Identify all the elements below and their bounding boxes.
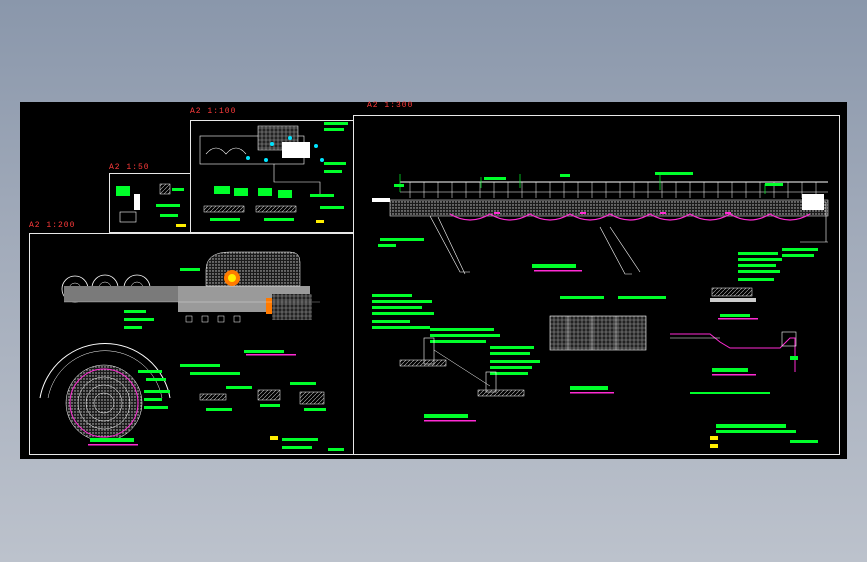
site-plan-1-200 (39, 251, 344, 451)
scale-label-1-200: A2 1:200 (29, 221, 76, 230)
scale-label-1-100: A2 1:100 (190, 107, 237, 116)
step-detail (670, 252, 818, 448)
cad-drawing-sheet: A2 1:300 A2 1:100 A2 1:50 A2 1:200 (20, 102, 847, 459)
railing-elevation (372, 172, 829, 275)
scale-label-1-50: A2 1:50 (109, 163, 150, 172)
panel-1-200-frame (29, 233, 354, 455)
detail-1-50 (116, 183, 186, 227)
paving-detail (549, 296, 666, 394)
panel-1-50-frame (109, 173, 191, 233)
cad-linework (39, 122, 829, 451)
scale-label-1-300: A2 1:300 (367, 101, 414, 110)
plan-1-100 (199, 122, 348, 223)
wall-detail-left (372, 294, 540, 422)
